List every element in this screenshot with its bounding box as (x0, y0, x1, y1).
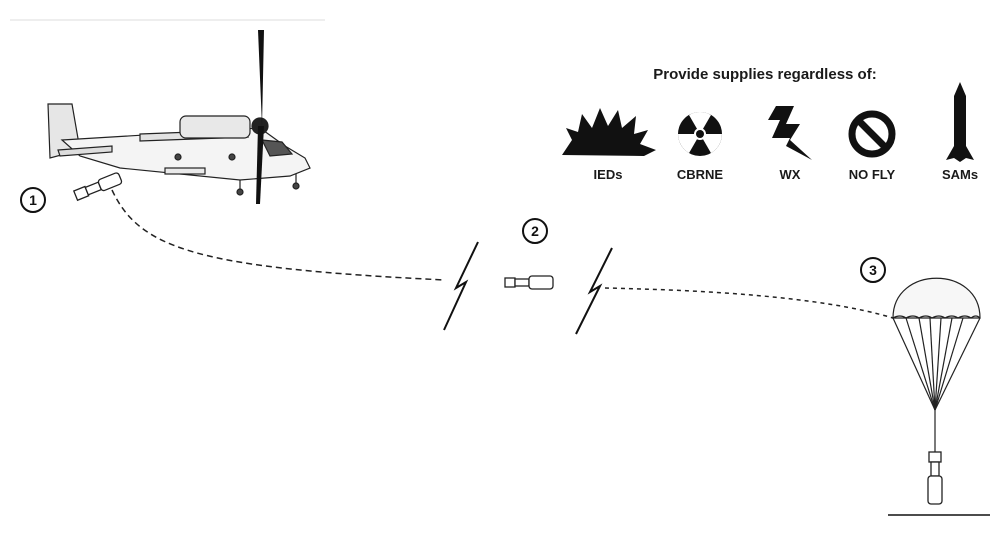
parachute-icon (892, 277, 981, 452)
tiltrotor-aircraft-icon (47, 30, 311, 204)
radiation-icon (678, 112, 722, 156)
step-1-marker: 1 (20, 187, 46, 213)
threats-heading: Provide supplies regardless of: (653, 66, 877, 83)
supply-canister-3-icon (927, 451, 943, 505)
trajectory-path (111, 189, 446, 281)
break-symbol-right (575, 247, 613, 335)
lightning-icon (768, 106, 812, 160)
trajectory-path-continued (604, 287, 894, 319)
ieds-label: IEDs (593, 167, 623, 182)
step-2-marker: 2 (522, 218, 548, 244)
break-symbol-left (443, 241, 479, 331)
supply-canister-2-icon (504, 275, 554, 290)
supply-canister-1-icon (72, 172, 123, 202)
step-3-marker: 3 (860, 257, 886, 283)
explosion-icon (562, 108, 656, 156)
sams-label: SAMs (941, 167, 979, 182)
missile-icon (946, 82, 974, 162)
cbrne-label: CBRNE (676, 167, 724, 182)
wx-label: WX (779, 167, 801, 182)
no-fly-label: NO FLY (848, 167, 896, 182)
prohibited-icon (848, 110, 896, 158)
